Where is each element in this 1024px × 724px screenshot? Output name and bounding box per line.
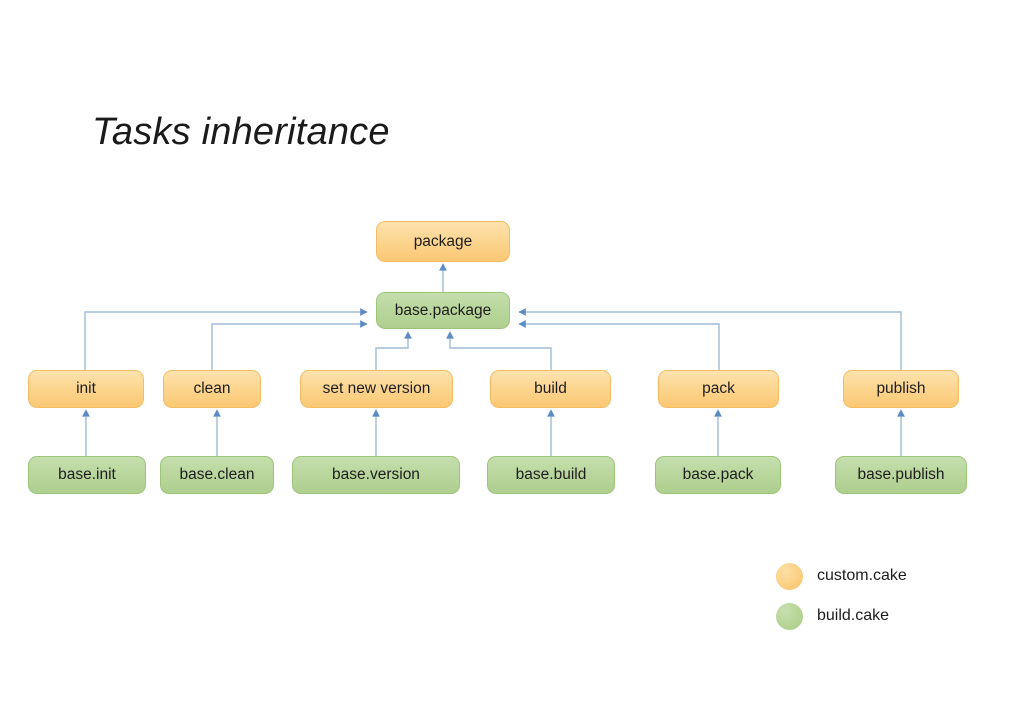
node-package[interactable]: package [376,221,510,262]
node-label: pack [702,380,735,397]
edge-publish-to-base-package [518,308,902,370]
edge-init-to-base-package [84,308,368,370]
edge-clean-to-base-package [211,320,368,370]
node-label: base.clean [179,466,255,483]
node-label: publish [876,380,926,397]
node-label: set new version [322,380,431,397]
node-base-publish[interactable]: base.publish [835,456,967,494]
node-publish[interactable]: publish [843,370,959,408]
node-build[interactable]: build [490,370,611,408]
node-label: base.version [332,466,420,483]
node-pack[interactable]: pack [658,370,779,408]
node-base-version[interactable]: base.version [292,456,460,494]
legend-label: custom.cake [817,567,907,584]
node-base-package[interactable]: base.package [376,292,510,329]
legend-item-custom-cake: custom.cake [776,556,1006,596]
node-label: base.build [515,466,587,483]
node-label: build [534,380,567,397]
edge-pack-to-base-package [518,320,720,370]
legend-swatch-circle-icon [776,602,803,630]
node-base-build[interactable]: base.build [487,456,615,494]
page-title: Tasks inheritance [92,111,390,153]
legend-item-build-cake: build.cake [776,596,1006,636]
node-clean[interactable]: clean [163,370,261,408]
node-label: clean [193,380,231,397]
node-base-pack[interactable]: base.pack [655,456,781,494]
node-base-init[interactable]: base.init [28,456,146,494]
node-label: base.package [394,301,492,319]
node-set-new-version[interactable]: set new version [300,370,453,408]
node-init[interactable]: init [28,370,144,408]
node-label: base.publish [857,466,945,483]
edge-setnewversion-to-base-package [375,331,412,370]
legend-swatch-circle-icon [776,562,803,590]
legend: custom.cake build.cake [776,556,1006,636]
node-label: package [413,232,473,250]
node-label: init [76,380,96,397]
node-label: base.init [58,466,116,483]
edge-build-to-base-package [446,331,552,370]
node-base-clean[interactable]: base.clean [160,456,274,494]
node-label: base.pack [682,466,754,483]
legend-label: build.cake [817,607,890,624]
